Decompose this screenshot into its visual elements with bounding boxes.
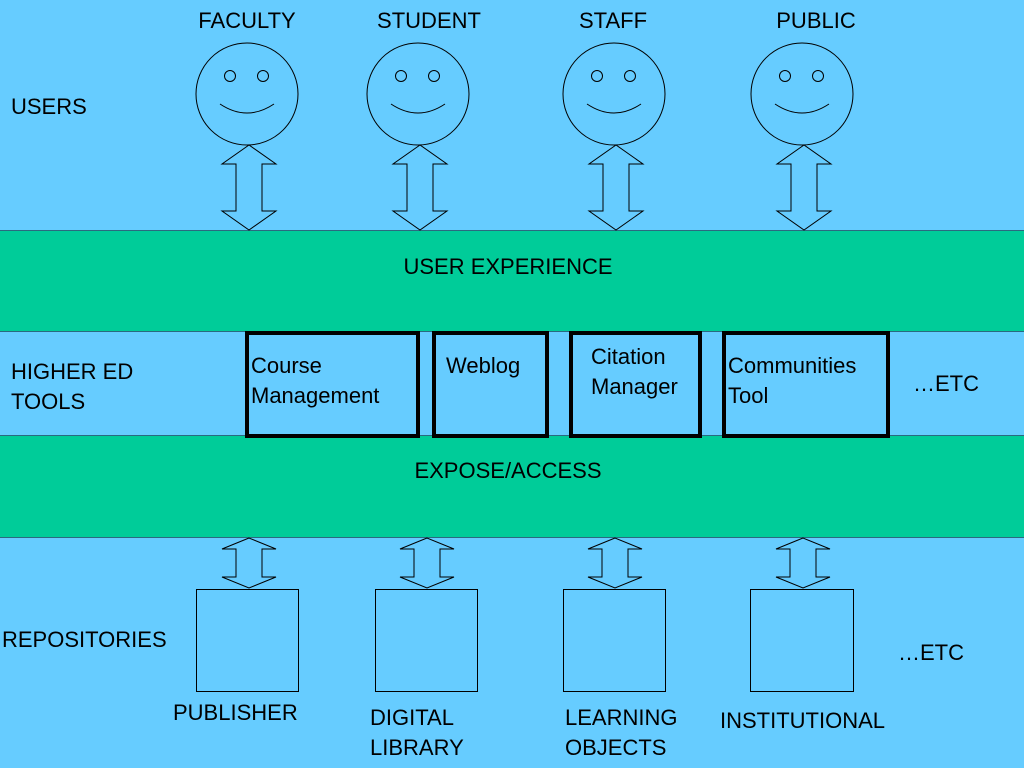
repository-box-publisher bbox=[196, 589, 299, 692]
double-arrow-icon-digital-library bbox=[399, 537, 455, 589]
user-label-student: STUDENT bbox=[377, 8, 481, 33]
repository-label-publisher: PUBLISHER bbox=[173, 700, 298, 725]
face-icon-public bbox=[750, 42, 854, 146]
repository-box-digital-library bbox=[375, 589, 478, 692]
repository-box-institutional bbox=[750, 589, 854, 692]
repository-label-institutional: INSTITUTIONAL bbox=[720, 708, 886, 733]
higher-ed-tools-label: HIGHER ED TOOLS bbox=[11, 359, 134, 414]
tool-citation-manager: Citation Manager bbox=[569, 331, 702, 438]
face-icon-student bbox=[366, 42, 470, 146]
user-experience-label: USER EXPERIENCE bbox=[403, 254, 613, 279]
double-arrow-icon-institutional bbox=[775, 537, 831, 589]
double-arrow-icon-learning-objects bbox=[587, 537, 643, 589]
expose-access-label: EXPOSE/ACCESS bbox=[414, 458, 602, 483]
double-arrow-icon-staff bbox=[587, 144, 645, 231]
repository-label-learning-objects: LEARNING OBJECTS bbox=[565, 705, 678, 760]
expose-access-band bbox=[0, 436, 1024, 538]
repository-box-learning-objects bbox=[563, 589, 666, 692]
tool-communities-tool: Communities Tool bbox=[722, 331, 890, 438]
face-icon-faculty bbox=[195, 42, 299, 146]
repositories-row-label: REPOSITORIES bbox=[2, 627, 167, 652]
repository-label-digital-library: DIGITAL LIBRARY bbox=[370, 705, 464, 760]
user-label-faculty: FACULTY bbox=[198, 8, 296, 33]
tools-etc-label: …ETC bbox=[913, 371, 979, 396]
double-arrow-icon-student bbox=[391, 144, 449, 231]
tool-weblog: Weblog bbox=[432, 331, 549, 438]
double-arrow-icon-public bbox=[775, 144, 833, 231]
double-arrow-icon-publisher bbox=[221, 537, 277, 589]
repositories-etc-label: …ETC bbox=[898, 640, 964, 665]
tool-course-management: Course Management bbox=[245, 331, 420, 438]
double-arrow-icon-faculty bbox=[220, 144, 278, 231]
user-label-staff: STAFF bbox=[578, 8, 648, 33]
users-row-label: USERS bbox=[11, 94, 87, 119]
user-experience-band bbox=[0, 230, 1024, 332]
face-icon-staff bbox=[562, 42, 666, 146]
user-label-public: PUBLIC bbox=[776, 8, 856, 33]
